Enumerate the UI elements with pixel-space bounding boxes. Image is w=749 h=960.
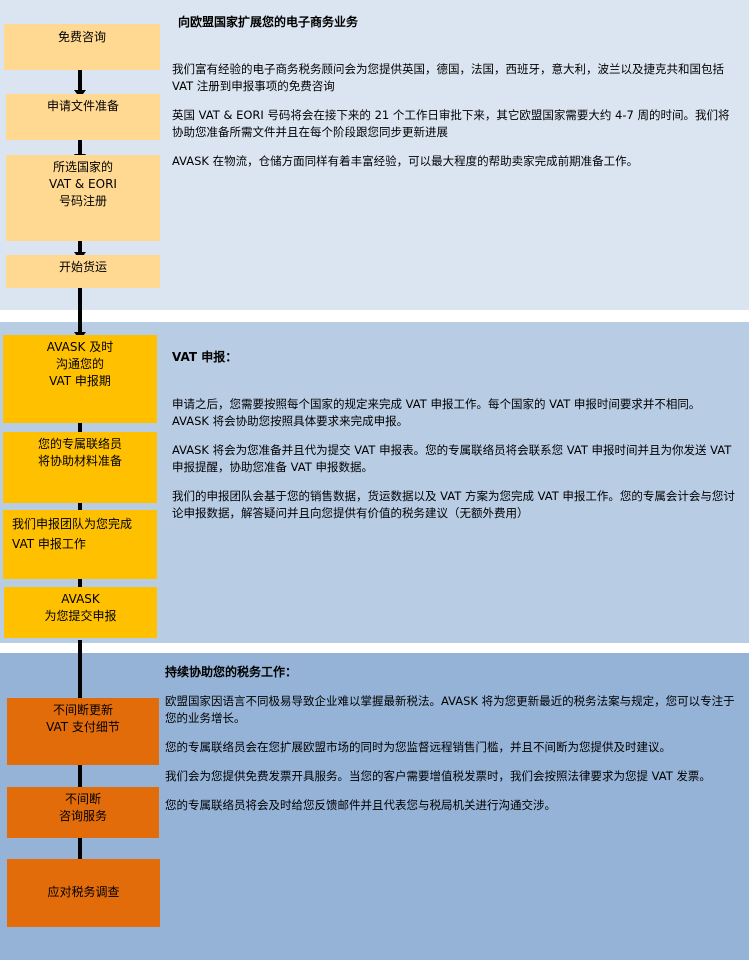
paragraph: 欧盟国家因语言不同极易导致企业难以掌握最新税法。AVASK 将为您更新最近的税务… [165, 694, 735, 725]
paragraph: 我们会为您提供免费发票开具服务。当您的客户需要增值税发票时，我们会按照法律要求为… [165, 769, 711, 783]
section2-title: VAT 申报： [172, 350, 238, 364]
paragraph: 我们富有经验的电子商务税务顾问会为您提供英国，德国，法国，西班牙，意大利，波兰以… [172, 62, 724, 93]
arrow-down-icon [74, 288, 86, 340]
step-tax-investigation: 应对税务调查 [7, 859, 160, 927]
step-document-preparation: 申请文件准备 [6, 94, 160, 140]
paragraph: 英国 VAT & EORI 号码将会在接下来的 21 个工作日审批下来，其它欧盟… [172, 108, 730, 139]
paragraph: 您的专属联络员将会及时给您反馈邮件并且代表您与税局机关进行沟通交涉。 [165, 798, 556, 812]
step-submit-filing: AVASK 为您提交申报 [4, 587, 157, 638]
paragraph: 您的专属联络员会在您扩展欧盟市场的同时为您监督远程销售门槛，并且不间断为您提供及… [165, 740, 671, 754]
paragraph: AVASK 在物流，仓储方面同样有着丰富经验，可以最大程度的帮助卖家完成前期准备… [172, 154, 639, 168]
section1-text: 向欧盟国家扩展您的电子商务业务 我们富有经验的电子商务税务顾问会为您提供英国，德… [172, 14, 737, 182]
step-material-preparation: 您的专属联络员 将协助材料准备 [3, 432, 157, 503]
section3-title: 持续协助您的税务工作： [165, 665, 298, 679]
step-free-consultation: 免费咨询 [4, 24, 160, 70]
paragraph: AVASK 将会为您准备并且代为提交 VAT 申报表。您的专属联络员将会联系您 … [172, 443, 732, 474]
arrow-down-icon [74, 640, 86, 706]
paragraph: 我们的申报团队会基于您的销售数据，货运数据以及 VAT 方案为您完成 VAT 申… [172, 489, 735, 520]
section1-title: 向欧盟国家扩展您的电子商务业务 [178, 15, 359, 29]
arrow-down-icon [74, 70, 86, 98]
arrow-down-icon [74, 140, 86, 162]
step-complete-filing: 我们申报团队为您完成 VAT 申报工作 [3, 510, 157, 579]
section2-text: VAT 申报： 申请之后，您需要按照每个国家的规定来完成 VAT 申报工作。每个… [172, 349, 737, 534]
section3-text: 持续协助您的税务工作： 欧盟国家因语言不同极易导致企业难以掌握最新税法。AVAS… [165, 664, 740, 826]
step-vat-eori-registration: 所选国家的 VAT & EORI 号码注册 [6, 155, 160, 241]
step-vat-payment-updates: 不间断更新 VAT 支付细节 [7, 698, 159, 765]
paragraph: 申请之后，您需要按照每个国家的规定来完成 VAT 申报工作。每个国家的 VAT … [172, 397, 701, 428]
step-vat-period: AVASK 及时 沟通您的 VAT 申报期 [3, 335, 157, 423]
step-ongoing-consultation: 不间断 咨询服务 [7, 787, 159, 838]
step-start-shipping: 开始货运 [6, 255, 160, 288]
